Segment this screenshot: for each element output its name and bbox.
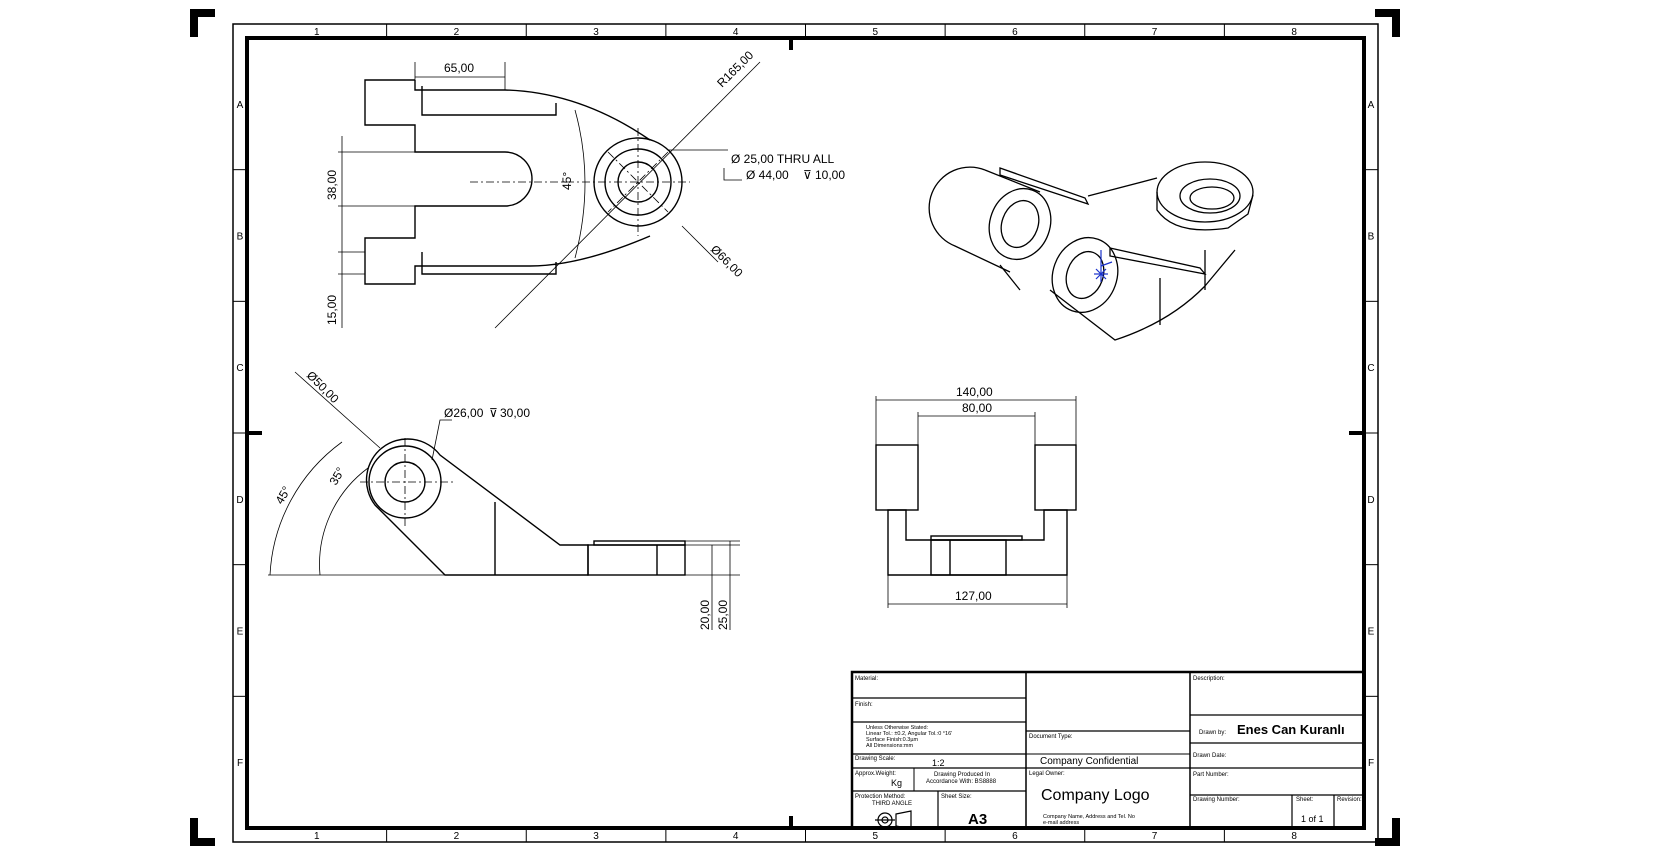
sheet-value: 1 of 1	[1301, 814, 1324, 824]
zone-row-left-B: B	[237, 232, 244, 243]
third-angle-projection-icon	[875, 810, 912, 830]
front-cbore-depth-dim: 10,00	[815, 168, 845, 182]
front-angle-dim: 45°	[560, 172, 574, 190]
end-view-dimlines	[875, 396, 1077, 608]
zone-row-right-F: F	[1368, 758, 1374, 769]
side-view	[365, 438, 686, 576]
side-angle-outer-dim: 45°	[272, 484, 293, 507]
center-marks	[247, 38, 1364, 828]
front-boss-dim: Ø66,00	[708, 242, 746, 280]
zone-col-top-6: 6	[1012, 27, 1018, 38]
front-cbore-dia-dim: Ø 44,00	[746, 168, 789, 182]
front-view-centerlines	[470, 128, 690, 236]
side-hole-dim: Ø26,00	[444, 406, 484, 420]
end-inner-dim: 80,00	[962, 401, 992, 415]
zone-row-left-C: C	[236, 363, 243, 374]
legal-owner-label: Legal Owner:	[1029, 771, 1065, 777]
sheet-size-label: Sheet Size:	[941, 794, 972, 800]
drawn-by-value: Enes Can Kuranlı	[1237, 722, 1345, 737]
scale-label: Drawing Scale:	[855, 756, 896, 762]
zone-col-bottom-7: 7	[1152, 831, 1158, 842]
tolerance-note-3: Surface Finish:0.3µm	[866, 737, 918, 743]
projection-value: THIRD ANGLE	[872, 801, 912, 807]
corner-marks	[190, 9, 1400, 846]
company-address-2: e-mail address	[1043, 820, 1079, 826]
part-number-label: Part Number:	[1193, 772, 1229, 778]
sheet-size-value: A3	[968, 811, 987, 828]
drawn-date-label: Drawn Date:	[1193, 753, 1227, 759]
zone-col-bottom-8: 8	[1291, 831, 1297, 842]
zone-col-top-5: 5	[873, 27, 879, 38]
side-view-centerlines	[360, 438, 455, 526]
front-tab-dim: 15,00	[325, 295, 339, 325]
side-h2-dim: 25,00	[716, 600, 730, 630]
company-address-1: Company Name, Address and Tel. No	[1043, 814, 1135, 820]
side-angle-inner-dim: 35°	[326, 465, 347, 488]
zone-col-top-1: 1	[314, 27, 320, 38]
zone-col-bottom-6: 6	[1012, 831, 1018, 842]
zone-row-left-F: F	[237, 758, 243, 769]
weight-label: Approx.Weight:	[855, 771, 896, 777]
zone-col-bottom-4: 4	[733, 831, 739, 842]
drawn-by-label: Drawn by:	[1199, 730, 1226, 736]
sheet-label: Sheet:	[1296, 797, 1314, 803]
end-view	[875, 444, 1077, 576]
end-view-dims: 140,00 80,00 127,00	[955, 385, 993, 603]
drawing-number-label: Drawing Number:	[1193, 797, 1240, 803]
sheet-border	[232, 23, 1379, 843]
front-hole-dim: Ø 25,00 THRU ALL	[731, 152, 834, 166]
zone-row-right-C: C	[1367, 363, 1374, 374]
zone-row-right-D: D	[1367, 495, 1374, 506]
zone-col-top-8: 8	[1291, 27, 1297, 38]
zone-row-right-A: A	[1368, 100, 1375, 111]
front-radius-dim: R165,00	[714, 48, 756, 90]
zone-col-bottom-2: 2	[454, 831, 460, 842]
depth-symbol-side: ⊽	[489, 406, 498, 420]
zone-col-top-3: 3	[593, 27, 599, 38]
tolerance-note-4: All Dimensions:mm	[866, 743, 913, 749]
description-label: Description:	[1193, 676, 1225, 682]
zone-ticks	[233, 24, 1378, 842]
tolerance-note-2: Linear Tol.: ±0.2, Angular Tol.:0 °16'	[866, 731, 952, 737]
confidential-text: Company Confidential	[1040, 756, 1138, 767]
zone-col-bottom-5: 5	[873, 831, 879, 842]
company-logo: Company Logo	[1041, 787, 1150, 804]
tolerance-note-1: Unless Otherwise Stated:	[866, 725, 929, 731]
projection-label: Protection Method:	[855, 794, 906, 800]
weight-unit: Kg	[891, 778, 902, 788]
side-h1-dim: 20,00	[698, 600, 712, 630]
isometric-origin-marker	[1094, 250, 1113, 282]
title-block: Material: Finish: Unless Otherwise State…	[850, 670, 1366, 830]
end-base-dim: 127,00	[955, 589, 992, 603]
side-view-dims: Ø50,00 Ø26,00 ⊽ 30,00 45° 35° 20,00 25,0…	[272, 368, 730, 630]
front-slot-dim: 38,00	[325, 170, 339, 200]
zone-row-right-B: B	[1368, 232, 1375, 243]
zone-col-top-4: 4	[733, 27, 739, 38]
isometric-view	[928, 161, 1254, 341]
side-hole-depth-dim: 30,00	[500, 406, 530, 420]
scale-value: 1:2	[932, 758, 945, 768]
side-view-dimlines	[268, 371, 740, 630]
end-overall-dim: 140,00	[956, 385, 993, 399]
zone-col-top-7: 7	[1152, 27, 1158, 38]
zone-row-left-E: E	[237, 627, 244, 638]
material-label: Material:	[855, 676, 878, 682]
zone-row-right-E: E	[1368, 627, 1375, 638]
produced-label: Drawing Produced In	[934, 772, 990, 778]
doc-type-label: Document Type:	[1029, 734, 1073, 740]
produced-value: Accordance With: BS8888	[926, 779, 997, 785]
finish-label: Finish:	[855, 702, 873, 708]
zone-col-top-2: 2	[454, 27, 460, 38]
revision-label: Revision:	[1337, 797, 1362, 803]
side-boss-dim: Ø50,00	[304, 368, 342, 406]
zone-col-bottom-1: 1	[314, 831, 320, 842]
zone-col-bottom-3: 3	[593, 831, 599, 842]
front-width-dim: 65,00	[444, 61, 474, 75]
front-view-dimlines	[338, 61, 761, 329]
zone-row-left-D: D	[236, 495, 243, 506]
depth-symbol: ⊽	[803, 168, 812, 182]
zone-row-left-A: A	[237, 100, 244, 111]
